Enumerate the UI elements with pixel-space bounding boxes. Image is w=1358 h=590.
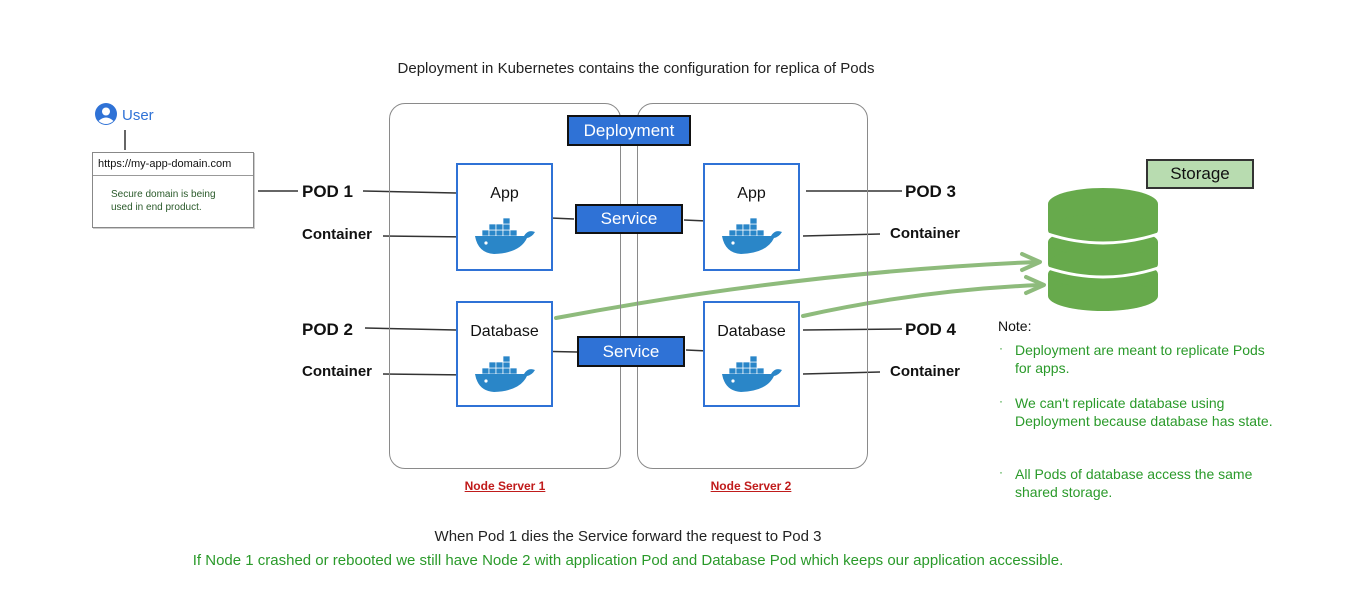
note-bullet: ·: [999, 465, 1003, 479]
caption-line-2: If Node 1 crashed or rebooted we still h…: [192, 552, 1064, 569]
browser-url: https://my-app-domain.com: [93, 153, 253, 176]
pod1-label: POD 1: [302, 182, 354, 201]
database-cylinder-icon: [1047, 188, 1159, 311]
docker-whale-icon: [475, 355, 535, 392]
note-item: · Deployment are meant to replicate Pods…: [999, 341, 1285, 377]
pod2-box: Database: [456, 301, 553, 407]
pod1-container-label: Container: [302, 226, 373, 243]
pod1-name: App: [490, 185, 519, 202]
diagram-title: Deployment in Kubernetes contains the co…: [397, 60, 875, 77]
note-item-text: Deployment are meant to replicate Pods f…: [1015, 342, 1265, 376]
pod4-container-label: Container: [890, 363, 961, 380]
note-title: Note:: [998, 318, 1032, 334]
note-item-text: All Pods of database access the same sha…: [1015, 466, 1253, 500]
node-server-1-label: Node Server 1: [464, 479, 546, 493]
storage-badge: Storage: [1146, 159, 1254, 189]
user-icon: [94, 102, 118, 126]
pod2-label: POD 2: [302, 320, 354, 339]
docker-whale-icon: [475, 217, 535, 254]
note-item: · We can't replicate database using Depl…: [999, 394, 1285, 430]
pod4-box: Database: [703, 301, 800, 407]
service-badge-bottom: Service: [577, 336, 685, 367]
note-bullet: ·: [999, 341, 1003, 355]
node-server-2: [637, 103, 868, 469]
note-item: · All Pods of database access the same s…: [999, 465, 1285, 501]
pod3-box: App: [703, 163, 800, 271]
pod4-label: POD 4: [905, 320, 957, 339]
node-server-1: [389, 103, 621, 469]
browser-message: Secure domain is being used in end produ…: [111, 189, 216, 213]
node-server-2-label: Node Server 2: [710, 479, 792, 493]
pod3-label: POD 3: [905, 182, 957, 201]
user-label: User: [122, 107, 154, 124]
pod2-container-label: Container: [302, 363, 373, 380]
pod1-box: App: [456, 163, 553, 271]
deployment-badge: Deployment: [567, 115, 691, 146]
pod4-name: Database: [717, 323, 786, 340]
docker-whale-icon: [722, 355, 782, 392]
pod3-name: App: [737, 185, 766, 202]
note-item-text: We can't replicate database using Deploy…: [1015, 395, 1273, 429]
note-bullet: ·: [999, 394, 1003, 408]
pod3-container-label: Container: [890, 225, 961, 242]
caption-line-1: When Pod 1 dies the Service forward the …: [434, 528, 822, 545]
browser-window: https://my-app-domain.com Secure domain …: [92, 152, 254, 228]
pod2-name: Database: [470, 323, 539, 340]
service-badge-top: Service: [575, 204, 683, 234]
docker-whale-icon: [722, 217, 782, 254]
